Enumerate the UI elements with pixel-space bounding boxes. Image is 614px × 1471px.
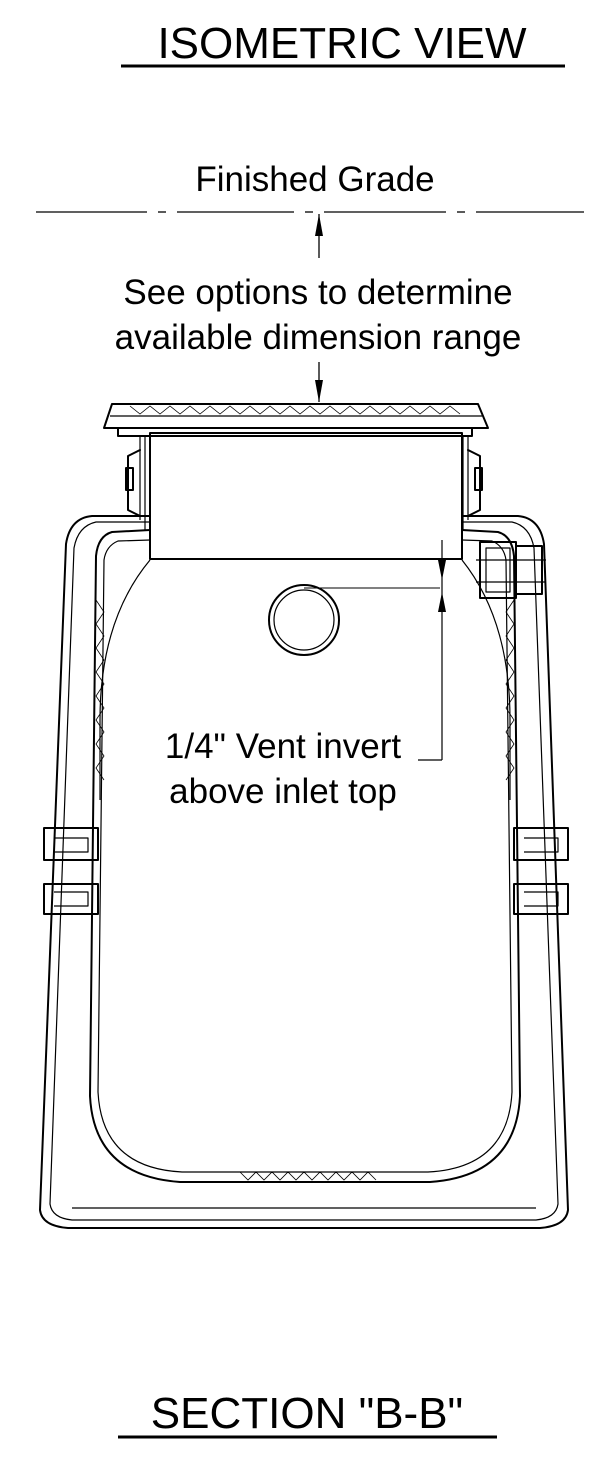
- options-note-line1: See options to determine: [123, 273, 512, 312]
- finished-grade-label: Finished Grade: [195, 160, 434, 199]
- tank-body: [39, 515, 569, 1229]
- inlet-pipe: [268, 584, 440, 656]
- vent-note-line2: above inlet top: [169, 772, 397, 811]
- options-note-line2: available dimension range: [115, 318, 522, 357]
- title-section-b-b: SECTION "B-B": [151, 1389, 463, 1438]
- lid-frame: [103, 403, 489, 437]
- vent-invert-dimension: [418, 540, 446, 761]
- mid-flange-right: [513, 827, 569, 915]
- title-isometric-view: ISOMETRIC VIEW: [157, 19, 527, 68]
- grade-dimension-arrow: [315, 214, 323, 402]
- riser: [125, 432, 483, 560]
- vent-fitting: [476, 541, 546, 599]
- mid-flange-left: [43, 827, 99, 915]
- inner-liner: [89, 529, 521, 1183]
- vent-note-line1: 1/4" Vent invert: [165, 727, 401, 766]
